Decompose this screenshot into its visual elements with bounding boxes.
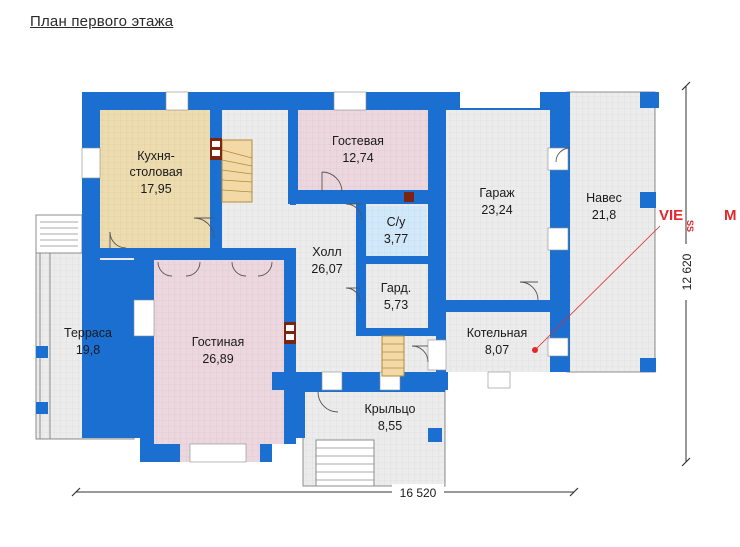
- logo-text-ss: SS: [685, 220, 695, 232]
- columns: [36, 92, 656, 442]
- room-boiler-area: 8,07: [485, 343, 509, 357]
- inner-walls: [100, 108, 570, 444]
- width-dimension: 16 520: [71, 484, 579, 500]
- room-guest-name: Гостевая: [332, 134, 384, 148]
- logo-text-m: M: [724, 207, 737, 224]
- logo-text-vie: VIE: [659, 207, 683, 224]
- height-dimension-label: 12 620: [680, 253, 694, 290]
- doors: [109, 147, 571, 413]
- room-canopy-area: 21,8: [592, 208, 616, 222]
- room-kitchen-name2: столовая: [129, 165, 182, 179]
- room-canopy-name: Навес: [586, 191, 622, 205]
- height-dimension: 12 620: [678, 81, 694, 467]
- room-terrace-area: 19,8: [76, 343, 100, 357]
- room-bath-name: С/у: [387, 215, 407, 229]
- room-kitchen-area: 17,95: [140, 182, 171, 196]
- viessmann-logo: VIE SS M: [532, 207, 737, 353]
- room-labels: Кухня- столовая 17,95 Гостевая 12,74 С/у…: [64, 134, 622, 433]
- room-boiler-name: Котельная: [467, 326, 528, 340]
- room-wardrobe-area: 5,73: [384, 298, 408, 312]
- room-terrace-name: Терраса: [64, 326, 112, 340]
- room-living-area: 26,89: [202, 352, 233, 366]
- width-dimension-label: 16 520: [400, 486, 437, 500]
- room-garage-area: 23,24: [481, 203, 512, 217]
- room-living-name: Гостиная: [192, 335, 244, 349]
- vents: [210, 138, 414, 344]
- room-hall-area: 26,07: [311, 262, 342, 276]
- canopy-area: [566, 91, 656, 373]
- room-porch-name: Крыльцо: [365, 402, 416, 416]
- room-kitchen-name: Кухня-: [137, 149, 175, 163]
- room-bath-area: 3,77: [384, 232, 408, 246]
- stairs: [221, 139, 405, 377]
- room-hall-name: Холл: [312, 245, 341, 259]
- room-wardrobe-name: Гард.: [381, 281, 411, 295]
- porch-area: [302, 389, 446, 487]
- windows: [81, 91, 659, 463]
- room-guest-area: 12,74: [342, 151, 373, 165]
- page-title: План первого этажа: [30, 13, 174, 30]
- room-garage-name: Гараж: [479, 186, 515, 200]
- room-porch-area: 8,55: [378, 419, 402, 433]
